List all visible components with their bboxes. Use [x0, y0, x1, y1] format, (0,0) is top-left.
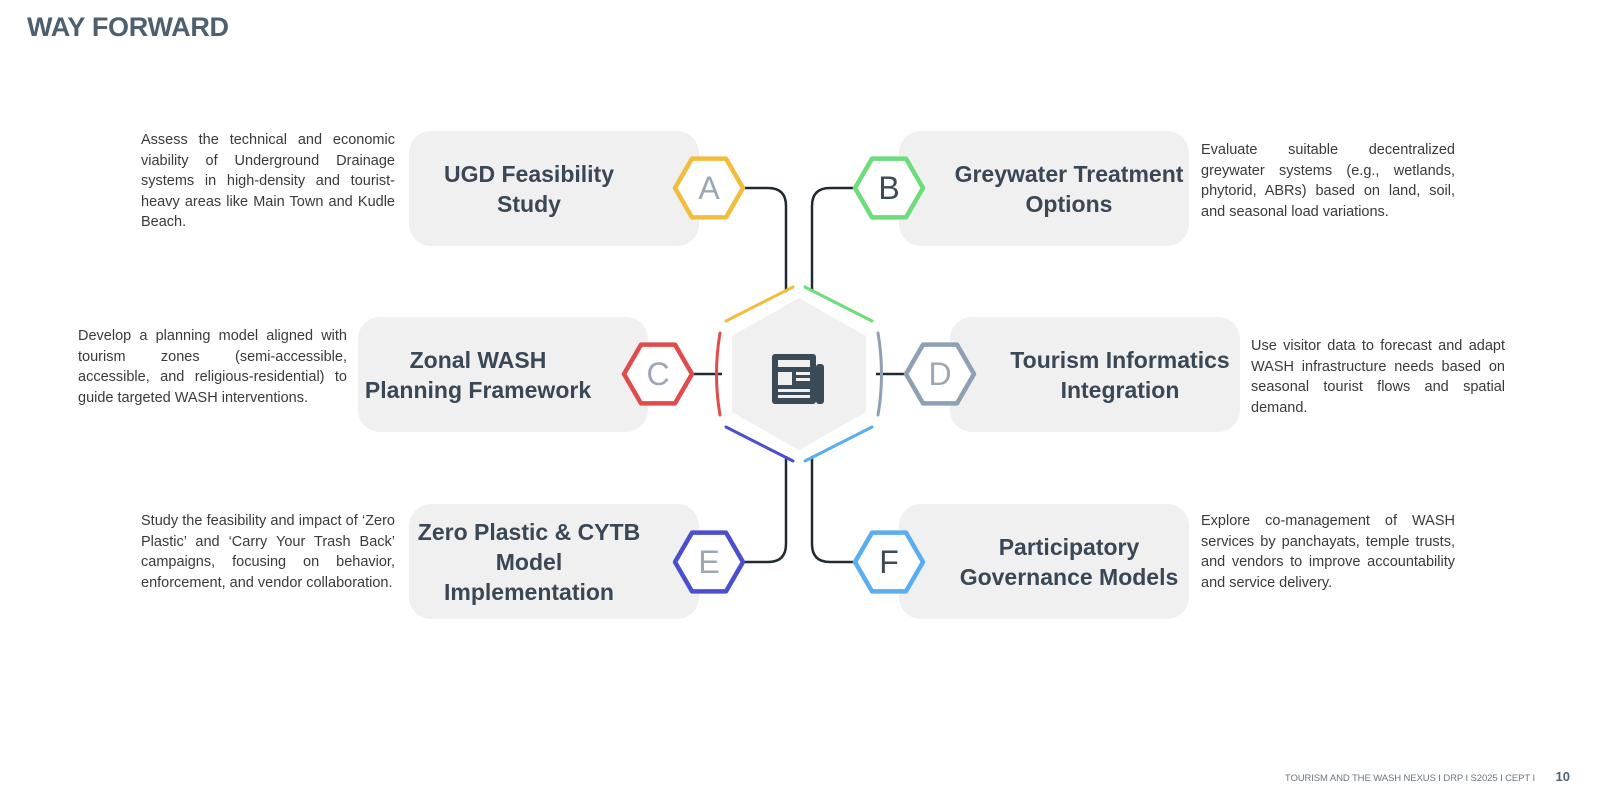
arc-c — [715, 331, 722, 417]
arc-e — [724, 425, 795, 463]
newspaper-icon — [772, 354, 824, 404]
description-c: Develop a planning model aligned with to… — [78, 328, 347, 406]
description-d: Use visitor data to forecast and adapt W… — [1251, 338, 1505, 416]
card-a: UGD Feasibility Study — [409, 131, 699, 246]
connector-a — [743, 186, 788, 292]
page-number: 10 — [1555, 769, 1570, 784]
card-d-title: Tourism Informatics Integration — [1010, 346, 1230, 403]
card-e-title: Zero Plastic & CYTB Model Implementation — [417, 518, 641, 605]
arc-d — [876, 331, 883, 417]
arc-b — [803, 285, 874, 323]
connectors — [692, 186, 906, 564]
card-a-title: UGD Feasibility Study — [444, 160, 614, 217]
card-f: Participatory Governance Models — [899, 504, 1189, 619]
card-b-title: Greywater Treatment Options — [954, 160, 1184, 217]
card-b: Greywater Treatment Options — [899, 131, 1189, 246]
card-f-title: Participatory Governance Models — [959, 533, 1179, 590]
connector-e — [743, 456, 788, 564]
connector-b — [810, 186, 855, 292]
page-title: WAY FORWARD — [27, 12, 229, 42]
card-e: Zero Plastic & CYTB Model Implementation — [409, 504, 699, 619]
arc-a — [724, 285, 795, 323]
description-a: Assess the technical and economic viabil… — [141, 132, 395, 230]
arc-f — [803, 425, 874, 463]
card-c-title: Zonal WASH Planning Framework — [364, 346, 592, 403]
description-f: Explore co-management of WASH services b… — [1201, 513, 1455, 591]
center-node — [715, 285, 883, 463]
footer-text: TOURISM AND THE WASH NEXUS I DRP I S2025… — [1284, 773, 1535, 784]
card-c: Zonal WASH Planning Framework — [358, 317, 648, 432]
description-b: Evaluate suitable decentralized greywate… — [1201, 142, 1455, 220]
description-e: Study the feasibility and impact of ‘Zer… — [141, 513, 395, 591]
card-d: Tourism Informatics Integration — [950, 317, 1240, 432]
connector-f — [810, 456, 855, 564]
